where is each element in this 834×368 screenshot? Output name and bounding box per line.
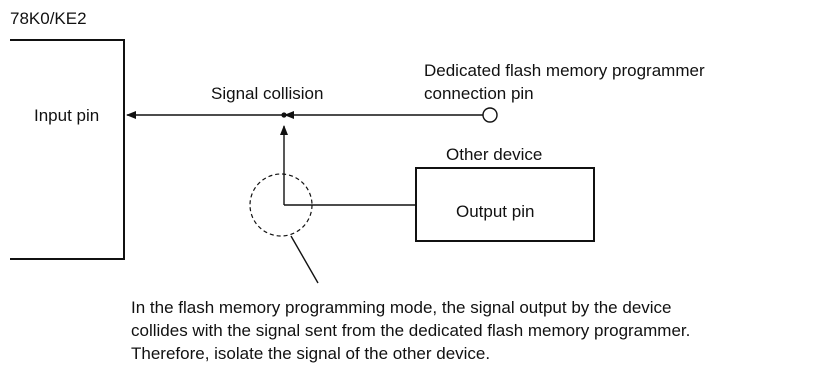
chip-label: 78K0/KE2 [10, 9, 87, 28]
programmer-label-line1: Dedicated flash memory programmer [424, 61, 705, 80]
chip-outline [10, 39, 125, 260]
note-line-3: Therefore, isolate the signal of the oth… [131, 344, 490, 363]
collision-junction-dot [281, 112, 287, 118]
note-line-1: In the flash memory programming mode, th… [131, 298, 672, 317]
note-pointer-line [290, 235, 319, 284]
signal-collision-label: Signal collision [211, 84, 323, 103]
other-device-label: Other device [446, 145, 542, 164]
note-line-2: collides with the signal sent from the d… [131, 321, 690, 340]
isolation-dashed-circle [249, 173, 313, 237]
input-pin-label: Input pin [34, 106, 99, 125]
output-pin-label: Output pin [456, 202, 534, 221]
programmer-connection-pin [482, 107, 498, 123]
programmer-label-line2: connection pin [424, 84, 534, 103]
